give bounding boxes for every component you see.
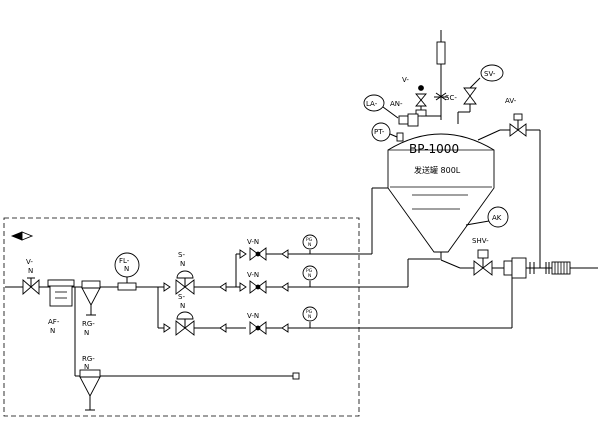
solenoid-valve-2	[175, 311, 195, 336]
solenoid-2-label-n: N	[180, 302, 185, 310]
la-instrument	[363, 94, 399, 119]
inlet-valve-label: V-	[26, 258, 33, 266]
solenoid-1-label-n: N	[180, 260, 185, 268]
needle-valve-1-label: V-N	[247, 238, 259, 246]
av-label: AV-	[505, 97, 517, 105]
pressure-transmitter	[371, 122, 404, 142]
air-valve	[477, 113, 541, 268]
pg3-label-n: N	[308, 314, 311, 320]
pressure-gauge-1	[288, 234, 372, 255]
an-label: AN-	[390, 100, 403, 108]
conveying-line	[503, 257, 598, 279]
solenoid-valve-1	[175, 270, 195, 295]
sc-damper	[434, 92, 448, 101]
air-filter	[47, 279, 75, 307]
shv-valve	[473, 249, 493, 276]
top-valve-label: V-	[402, 76, 409, 84]
vessel-tag: BP-1000	[409, 142, 459, 156]
regulator-1-label-n: N	[84, 329, 89, 337]
flow-element	[114, 252, 140, 291]
sv-label: SV-	[484, 70, 496, 78]
pt-label: PT-	[374, 128, 385, 136]
solenoid-1-label: S-	[178, 251, 185, 259]
vent-stack	[436, 30, 446, 120]
pressure-gauge-2	[288, 265, 408, 288]
pressure-regulator-1	[81, 280, 101, 316]
regulator-2-label: RG-	[82, 355, 95, 363]
package-boundary	[3, 217, 360, 417]
shv-label: SHV-	[472, 237, 489, 245]
la-label: LA-	[366, 100, 378, 108]
pg1-label-n: N	[308, 242, 311, 248]
air-filter-label-n: N	[50, 327, 55, 335]
pg1-label: PG	[306, 237, 313, 243]
pg3-label: PG	[306, 309, 313, 315]
solenoid-2-label: S-	[178, 293, 185, 301]
vessel-bp-1000	[387, 133, 495, 260]
ak-label: AK	[492, 214, 502, 222]
safety-valve	[457, 64, 504, 124]
sc-label: SC-	[445, 94, 457, 102]
inlet-valve	[22, 277, 40, 295]
needle-valve-3-label: V-N	[247, 312, 259, 320]
regulator-2-label-n: N	[84, 363, 89, 371]
pressure-gauge-3	[288, 306, 512, 329]
pressure-regulator-2	[75, 369, 300, 411]
needle-valve-2	[249, 280, 267, 294]
an-element	[415, 109, 427, 117]
vessel-name: 发送罐 800L	[414, 165, 461, 175]
needle-valve-3	[249, 321, 267, 335]
needle-valve-1	[249, 247, 267, 261]
air-filter-label: AF-	[48, 318, 60, 326]
regulator-1-label: RG-	[82, 320, 95, 328]
flow-element-label: FL-	[119, 257, 130, 265]
inlet-valve-label-n: N	[28, 267, 33, 275]
pg2-label: PG	[306, 268, 313, 274]
flow-direction-flag-icon	[10, 231, 34, 241]
pg2-label-n: N	[308, 273, 311, 279]
needle-valve-2-label: V-N	[247, 271, 259, 279]
flow-element-label-n: N	[124, 265, 129, 273]
level-transmitter-box	[398, 113, 419, 127]
ak-instrument	[465, 206, 509, 228]
